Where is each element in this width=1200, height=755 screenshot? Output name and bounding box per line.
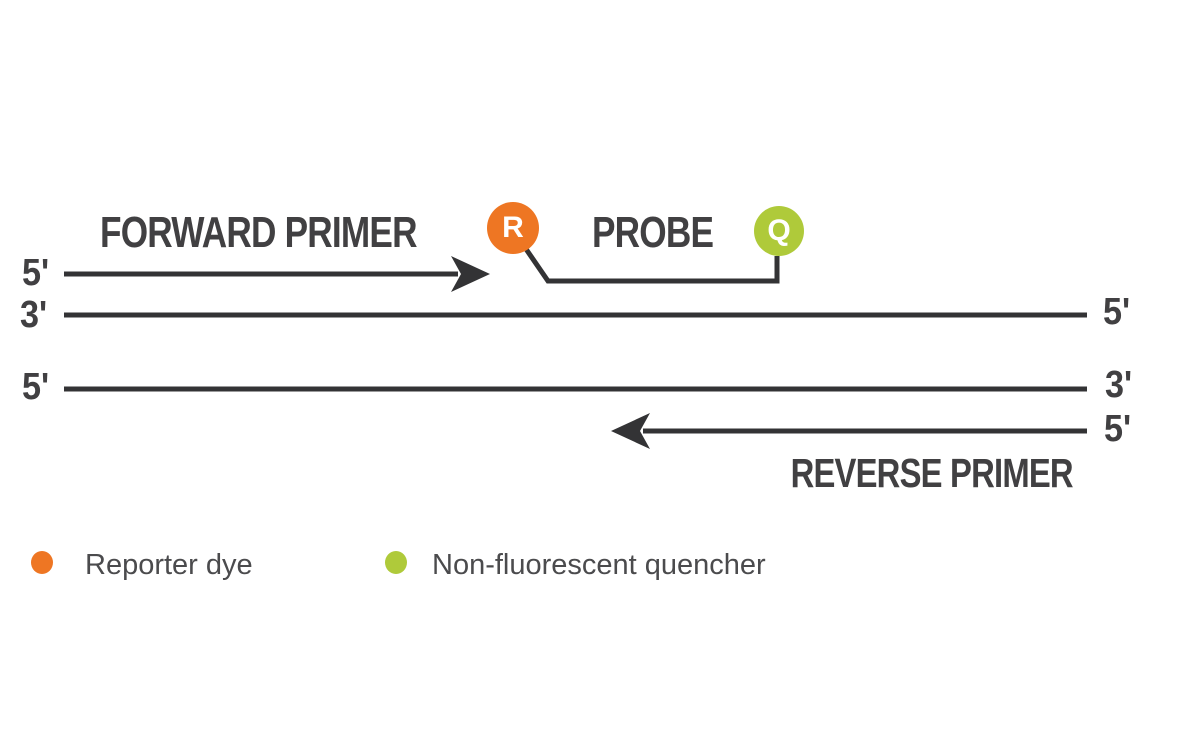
reverse-primer-arrowhead — [611, 413, 650, 449]
probe-line — [523, 247, 780, 284]
template-bottom-right-3prime-label: 3' — [1105, 364, 1133, 406]
forward-primer-label: FORWARD PRIMER — [100, 208, 417, 257]
reverse-primer-5prime-label: 5' — [1104, 408, 1132, 450]
quencher-badge-letter: Q — [767, 214, 791, 247]
reporter-dye-badge: R — [487, 202, 539, 254]
reverse-primer-label: REVERSE PRIMER — [790, 450, 1074, 496]
forward-primer-5prime-label: 5' — [22, 252, 50, 294]
template-bottom-left-5prime-label: 5' — [22, 366, 50, 408]
quencher-badge: Q — [754, 206, 804, 256]
probe-label: PROBE — [592, 208, 714, 257]
forward-primer-arrowhead — [451, 256, 490, 292]
template-top-left-3prime-label: 3' — [20, 294, 48, 336]
template-top-right-5prime-label: 5' — [1103, 291, 1131, 333]
reporter-badge-letter: R — [502, 211, 524, 244]
